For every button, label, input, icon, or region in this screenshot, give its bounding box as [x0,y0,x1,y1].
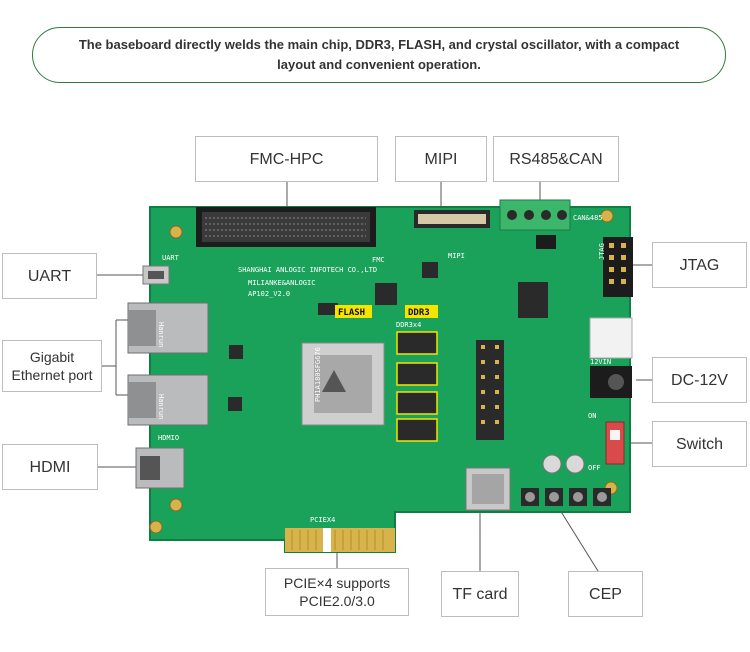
pin-header [476,340,504,440]
silk-pcie: PCIEX4 [310,516,335,524]
silk-hdmi: HDMIO [158,434,179,442]
cep-buttons [521,488,611,506]
ddr3-tag: DDR3 [408,308,430,318]
callout-dc-12v: DC-12V [652,357,747,403]
silk-ddr3: DDR3x4 [396,321,421,329]
silk-jtag: JTAG [598,243,606,260]
silk-12vin: 12VIN [590,358,611,366]
ddr3-highlight [405,305,438,318]
callout-jtag: JTAG [652,242,747,288]
flash-chip [318,303,338,315]
callout-fmc-hpc: FMC-HPC [195,136,378,182]
callout-uart: UART [2,253,97,299]
silk-fpga-part: PH1A180SFG676 [314,347,322,402]
banner-text: The baseboard directly welds the main ch… [78,37,680,72]
hdmi-connector [135,447,185,489]
pcie-gold-fingers [285,528,395,552]
ethernet-port-top [127,302,209,354]
power-molex [589,317,633,359]
pcie-key-notch [323,528,331,552]
power-switch [605,421,625,465]
silk-board-model: AP102_V2.0 [248,290,290,298]
eth-bottom-brand: Hanrun [157,394,165,419]
leader-lines [97,182,652,572]
callout-hdmi: HDMI [2,444,98,490]
silk-maker: SHANGHAI ANLOGIC INFOTECH CO.,LTD [238,266,377,274]
jtag-header [603,237,633,297]
callout-pcie: PCIE×4 supports PCIE2.0/3.0 [265,568,409,616]
silk-uart: UART [162,254,180,262]
mounting-holes [149,209,618,534]
silk-mipi: MIPI [448,252,465,260]
callout-switch: Switch [652,421,747,467]
flash-tag: FLASH [338,308,365,318]
silk-fmc: FMC [372,256,385,264]
callout-gigabit-ethernet: Gigabit Ethernet port [2,340,102,392]
eth-top-brand: Hanrun [157,322,165,347]
callout-mipi: MIPI [395,136,487,182]
leader-cep [559,509,599,572]
silk-can: CAN&485 [573,214,603,222]
callout-cep: CEP [568,571,643,617]
silk-off: OFF [588,464,601,472]
info-banner: The baseboard directly welds the main ch… [32,27,726,83]
flash-highlight [335,305,372,318]
callout-tf-card: TF card [441,571,519,617]
callout-rs485-can: RS485&CAN [493,136,619,182]
ddr3-chips [396,331,438,442]
ethernet-port-bottom [127,374,209,426]
silk-on: ON [588,412,596,420]
silk-board-name: MILIANKE&ANLOGIC [248,279,315,287]
